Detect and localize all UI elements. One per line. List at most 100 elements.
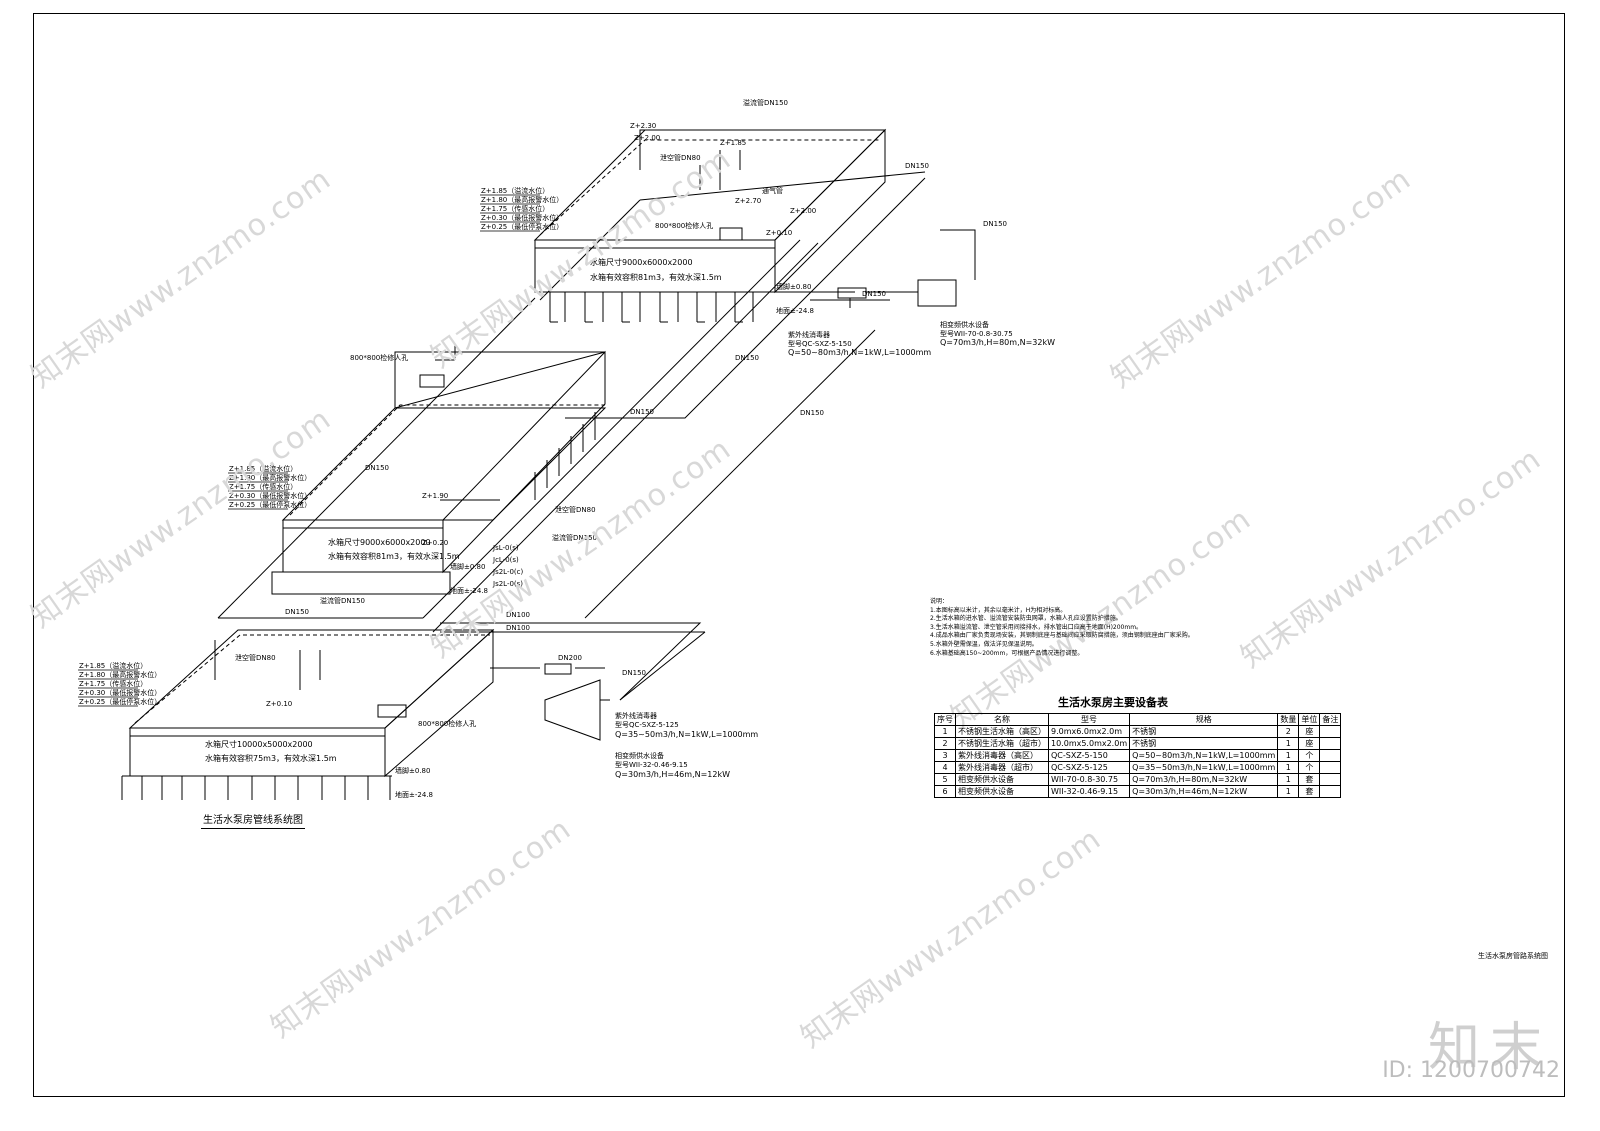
elevation-3: Z+1.90 xyxy=(422,492,448,500)
pipe-label-0: DN150 xyxy=(905,162,929,170)
tank-1-level-4: Z+0.25（最低停泵水位） xyxy=(481,222,563,231)
table-cell: 紫外线消毒器（高区） xyxy=(955,749,1049,762)
table-cell: 1 xyxy=(1277,773,1300,786)
tank-3-capacity: 水箱有效容积75m3，有效水深1.5m xyxy=(205,753,337,763)
pump-2-spec: Q=30m3/h,H=46m,N=12kW xyxy=(615,770,730,779)
tank-1-size: 水箱尺寸9000x6000x2000 xyxy=(590,257,693,267)
tank-1-level-1: Z+1.80（最高报警水位） xyxy=(481,195,563,204)
table-cell: 2 xyxy=(1277,725,1300,738)
uv-2-spec: Q=35~50m3/h,N=1kW,L=1000mm xyxy=(615,730,758,739)
tank-3-level-4: Z+0.25（最低停泵水位） xyxy=(79,697,161,706)
tank-2-level-1: Z+1.80（最高报警水位） xyxy=(229,473,311,482)
tank-1-level-3: Z+0.30（最低报警水位） xyxy=(481,213,563,222)
tank-1 xyxy=(533,128,887,323)
elevation-0: Z+2.30 xyxy=(630,122,656,130)
table-cell: 不锈钢 xyxy=(1129,737,1279,750)
tank-2-floor: 地面±-24.8 xyxy=(450,586,488,595)
table-cell: QC-SXZ-5-125 xyxy=(1047,761,1131,774)
elevation-8: Z+0.10 xyxy=(266,700,292,708)
pump-1-spec: Q=70m3/h,H=80m,N=32kW xyxy=(940,338,1055,347)
pipe-label-4: DN150 xyxy=(285,608,309,616)
tank-1-level-0: Z+1.85（溢流水位） xyxy=(481,186,549,195)
table-cell: Q=35~50m3/h,N=1kW,L=1000mm xyxy=(1129,761,1279,774)
note-item: 4.成品水箱由厂家负责现场安装，其钢制底座与基础间应采取防腐措施，须由钢制底座由… xyxy=(930,632,1194,640)
pump-1-model: 型号WII-70-0.8-30.75 xyxy=(940,329,1013,338)
tank-2-level-2: Z+1.75（传感水位） xyxy=(229,482,297,491)
tank-1-vent: 通气管 xyxy=(762,186,783,195)
table-cell xyxy=(1319,737,1342,750)
tank-2-capacity: 水箱有效容积81m3，有效水深1.5m xyxy=(328,551,460,561)
uv-1-model: 型号QC-SXZ-5-150 xyxy=(788,339,852,348)
table-cell: WII-32-0.46-9.15 xyxy=(1047,785,1131,798)
equipment-table-title: 生活水泵房主要设备表 xyxy=(1058,696,1168,709)
elevation-5: Z+2.00 xyxy=(790,207,816,215)
design-notes: 说明： 1.本图标高以米计，其余以毫米计，H为相对标高。 2.生活水箱的进水管、… xyxy=(930,598,1230,658)
table-cell: 相变频供水设备 xyxy=(955,785,1049,798)
table-cell: 9.0mx6.0mx2.0m xyxy=(1047,725,1131,738)
table-cell: Q=70m3/h,H=80m,N=32kW xyxy=(1129,773,1279,786)
tank-1-level-2: Z+1.75（传感水位） xyxy=(481,204,549,213)
uv-1-title: 紫外线消毒器 xyxy=(788,330,830,339)
elevation-leaders xyxy=(78,194,540,707)
pipe-label-8: DN200 xyxy=(558,654,582,662)
tank-3-manhole: 800*800检修人孔 xyxy=(418,719,476,728)
tank-2-riser-1: JcL-0(s) xyxy=(492,556,519,564)
table-cell: 10.0mx5.0mx2.0m xyxy=(1047,737,1131,750)
uv-2-model: 型号QC-SXZ-5-125 xyxy=(615,720,679,729)
elevation-1: Z+2.00 xyxy=(634,134,660,142)
pump-2-title: 相变频供水设备 xyxy=(615,751,664,760)
table-header-row: 序号 名称 型号 规格 数量 单位 备注 xyxy=(934,713,1342,726)
pipe-label-7: DN100 xyxy=(506,624,530,632)
elevation-6: Z+0.10 xyxy=(766,229,792,237)
table-cell: 套 xyxy=(1298,785,1321,798)
table-cell: 1 xyxy=(1277,737,1300,750)
col-header: 名称 xyxy=(955,713,1049,726)
col-header: 备注 xyxy=(1319,713,1342,726)
table-cell: 3 xyxy=(934,749,956,762)
tank-2 xyxy=(271,345,607,595)
note-item: 2.生活水箱的进水管、溢流管安装防虫网罩，水箱人孔应设置防护措施。 xyxy=(930,615,1122,623)
pipe-label-3: DN150 xyxy=(630,408,654,416)
tank-3-base: 墙脚±0.80 xyxy=(395,766,430,775)
table-cell: 个 xyxy=(1298,749,1321,762)
pipe-label-6: DN100 xyxy=(506,611,530,619)
tank-1-base: 墙脚±0.80 xyxy=(776,282,811,291)
tank-2-riser-2: Js2L-0(c) xyxy=(492,568,524,576)
tank-3-front xyxy=(129,727,386,777)
pipe-label-10: DN150 xyxy=(800,409,824,417)
note-item: 1.本图标高以米计，其余以毫米计，H为相对标高。 xyxy=(930,606,1067,614)
pipe-label-1: DN150 xyxy=(983,220,1007,228)
tank-3-overflow: 溢流管DN150 xyxy=(320,596,365,605)
tank-3-level-1: Z+1.80（最高报警水位） xyxy=(79,670,161,679)
drawing-frame xyxy=(33,13,1565,1097)
table-cell xyxy=(1319,749,1342,762)
tank-2-size: 水箱尺寸9000x6000x2000 xyxy=(328,537,431,547)
brand-logo: 知末 xyxy=(1427,1018,1552,1078)
pump-1-title: 相变频供水设备 xyxy=(940,320,989,329)
elevation-7: Z+0.20 xyxy=(422,539,448,547)
tank-2-overflow: 溢流管DN150 xyxy=(552,533,597,542)
pump-2-model: 型号WII-32-0.46-9.15 xyxy=(615,760,688,769)
pipe-label-11: DN150 xyxy=(622,669,646,677)
note-item: 5.水箱外壁需保温，做法详见保温说明。 xyxy=(930,640,1038,648)
table-cell: 座 xyxy=(1298,725,1321,738)
tank-2-level-0: Z+1.85（溢流水位） xyxy=(229,464,297,473)
col-header: 单位 xyxy=(1298,713,1321,726)
table-cell: 1 xyxy=(1277,749,1300,762)
uv-2-title: 紫外线消毒器 xyxy=(615,711,657,720)
main-caption: 生活水泵房管线系统图 xyxy=(201,811,305,829)
table-cell: 1 xyxy=(1277,761,1300,774)
table-cell: 2 xyxy=(934,737,956,750)
table-cell: 座 xyxy=(1298,737,1321,750)
tank-2-level-4: Z+0.25（最低停泵水位） xyxy=(229,500,311,509)
tank-2-level-3: Z+0.30（最低报警水位） xyxy=(229,491,311,500)
col-header: 数量 xyxy=(1277,713,1300,726)
table-cell: 1 xyxy=(934,725,956,738)
tank-3-floor: 地面±-24.8 xyxy=(395,790,433,799)
tank-3 xyxy=(121,628,495,800)
